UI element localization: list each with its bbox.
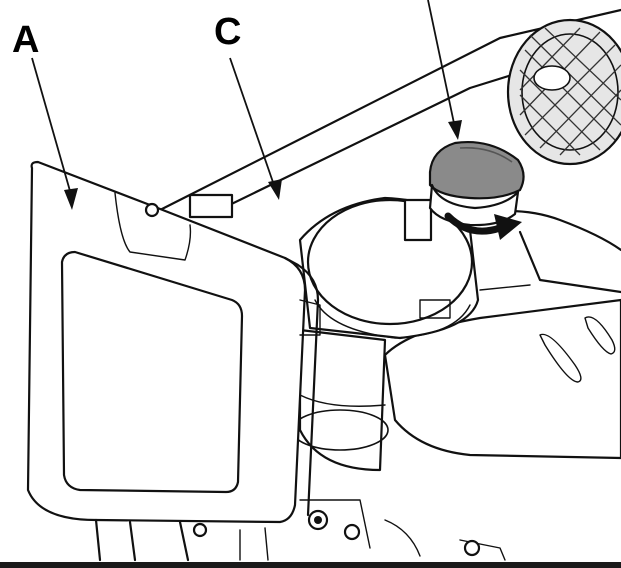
knob-icon [428,141,525,227]
curved-arrow-icon [444,212,522,240]
leader-lines [31,0,462,210]
leader-arrowhead-a [64,188,78,210]
cover-panel [26,160,321,524]
callout-label-c: C [214,11,241,53]
lower-mechanics [94,499,506,562]
bottom-border [0,562,621,568]
air-intake-grille [506,18,621,166]
engine-housing [158,8,621,460]
callout-label-a: A [12,19,39,61]
leader-arrowhead-c [268,179,282,200]
leader-arrowhead-knob [448,120,462,140]
